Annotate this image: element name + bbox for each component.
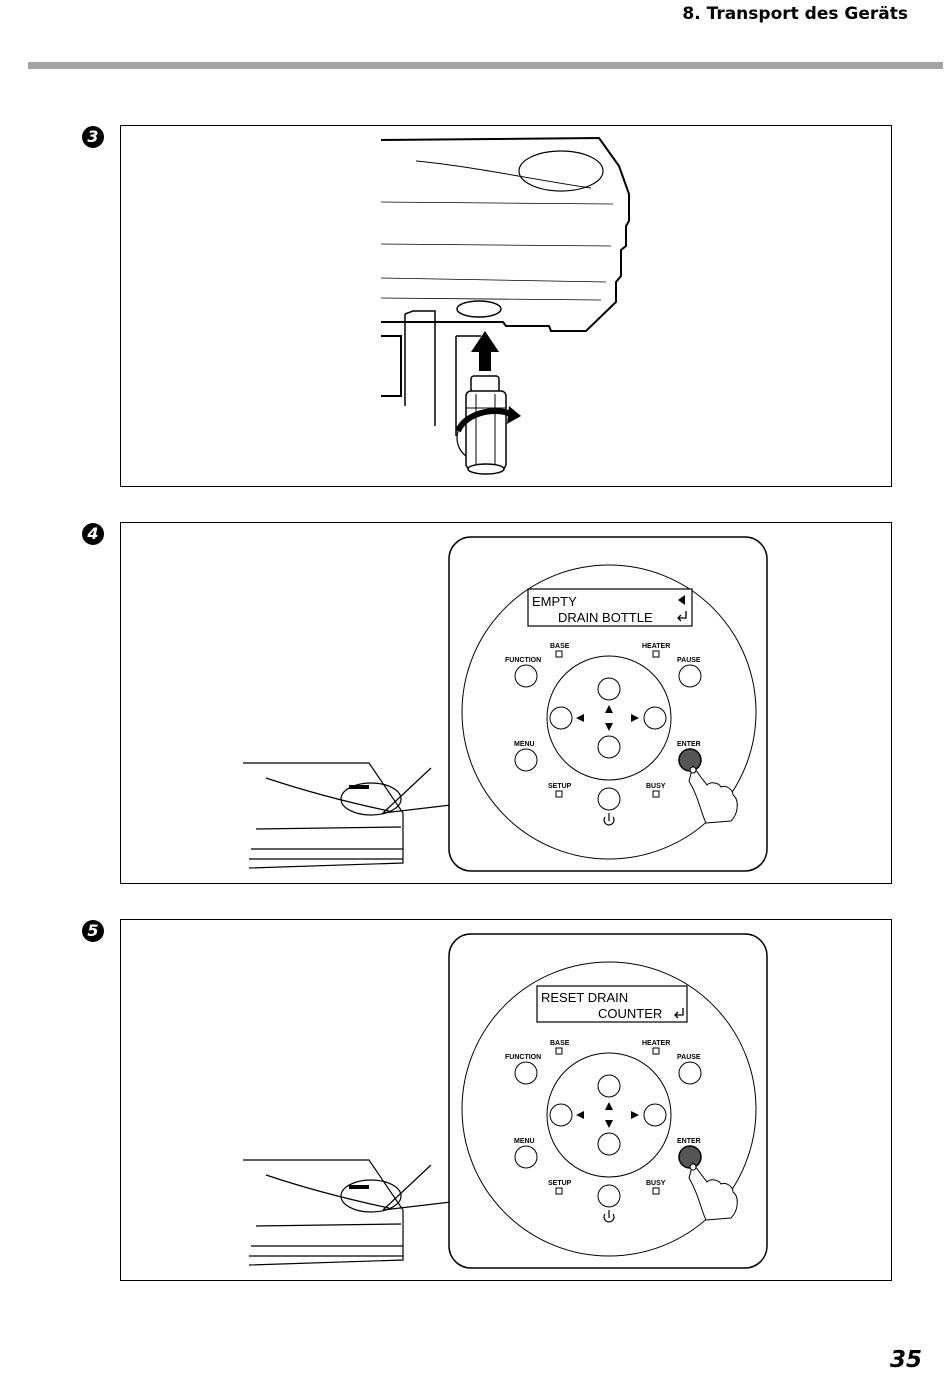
base-led bbox=[555, 1047, 563, 1055]
step-3-panel bbox=[120, 125, 892, 487]
right-button[interactable] bbox=[643, 1103, 667, 1127]
up-button[interactable] bbox=[597, 1074, 621, 1098]
base-label: BASE bbox=[550, 643, 570, 650]
power-button[interactable] bbox=[597, 787, 621, 811]
function-button[interactable] bbox=[514, 664, 538, 688]
step-4-marker: 4 bbox=[82, 523, 104, 545]
menu-label: MENU bbox=[514, 741, 535, 748]
step-4-panel: EMPTY DRAIN BOTTLE FUNCTION BASE HEATER … bbox=[120, 522, 892, 884]
lcd-line-1: EMPTY bbox=[532, 594, 577, 609]
right-arrow-icon bbox=[631, 714, 639, 722]
enter-return-icon bbox=[674, 1008, 684, 1019]
page-header-title: 8. Transport des Geräts bbox=[682, 4, 908, 24]
finger-icon bbox=[688, 764, 738, 824]
left-arrow-icon bbox=[678, 595, 685, 605]
header-rule bbox=[28, 62, 943, 69]
pause-label: PAUSE bbox=[677, 657, 701, 664]
pause-button[interactable] bbox=[678, 664, 702, 688]
heater-label: HEATER bbox=[642, 1040, 670, 1047]
down-arrow-icon bbox=[605, 723, 613, 731]
heater-label: HEATER bbox=[642, 643, 670, 650]
step-3-marker: 3 bbox=[82, 126, 104, 148]
power-icon bbox=[603, 813, 615, 826]
operation-panel-illustration: EMPTY DRAIN BOTTLE FUNCTION BASE HEATER … bbox=[243, 536, 768, 872]
setup-led bbox=[555, 1187, 563, 1195]
busy-label: BUSY bbox=[646, 783, 666, 790]
heater-led bbox=[652, 1047, 660, 1055]
pause-label: PAUSE bbox=[677, 1054, 701, 1061]
base-label: BASE bbox=[550, 1040, 570, 1047]
step-5-marker: 5 bbox=[82, 920, 104, 942]
busy-led bbox=[652, 1187, 660, 1195]
drain-bottle-attach-illustration bbox=[380, 136, 630, 475]
enter-return-icon bbox=[677, 611, 687, 622]
step-5-panel: RESET DRAIN COUNTER FUNCTION BASE HEATER… bbox=[120, 919, 892, 1281]
base-led bbox=[555, 650, 563, 658]
enter-button[interactable] bbox=[678, 748, 702, 772]
operation-panel-illustration: RESET DRAIN COUNTER FUNCTION BASE HEATER… bbox=[243, 933, 768, 1269]
setup-label: SETUP bbox=[548, 783, 572, 790]
heater-led bbox=[652, 650, 660, 658]
right-button[interactable] bbox=[643, 706, 667, 730]
left-arrow-icon bbox=[576, 1111, 584, 1119]
enter-button[interactable] bbox=[678, 1145, 702, 1169]
enter-label: ENTER bbox=[677, 741, 701, 748]
finger-icon bbox=[688, 1161, 738, 1221]
power-button[interactable] bbox=[597, 1184, 621, 1208]
up-arrow-icon bbox=[605, 1102, 613, 1110]
left-button[interactable] bbox=[549, 1103, 573, 1127]
pause-button[interactable] bbox=[678, 1061, 702, 1085]
right-arrow-icon bbox=[631, 1111, 639, 1119]
menu-button[interactable] bbox=[514, 748, 538, 772]
left-button[interactable] bbox=[549, 706, 573, 730]
left-arrow-icon bbox=[576, 714, 584, 722]
menu-button[interactable] bbox=[514, 1145, 538, 1169]
setup-led bbox=[555, 790, 563, 798]
function-label: FUNCTION bbox=[505, 657, 541, 664]
busy-led bbox=[652, 790, 660, 798]
lcd-line-2: DRAIN BOTTLE bbox=[558, 610, 653, 625]
setup-label: SETUP bbox=[548, 1180, 572, 1187]
function-label: FUNCTION bbox=[505, 1054, 541, 1061]
up-button[interactable] bbox=[597, 677, 621, 701]
lcd-line-1: RESET DRAIN bbox=[541, 990, 628, 1005]
menu-label: MENU bbox=[514, 1138, 535, 1145]
up-arrow-icon bbox=[605, 705, 613, 713]
page-number: 35 bbox=[889, 1347, 922, 1373]
enter-label: ENTER bbox=[677, 1138, 701, 1145]
down-button[interactable] bbox=[597, 1132, 621, 1156]
down-button[interactable] bbox=[597, 735, 621, 759]
function-button[interactable] bbox=[514, 1061, 538, 1085]
power-icon bbox=[603, 1210, 615, 1223]
lcd-line-2: COUNTER bbox=[598, 1006, 662, 1021]
busy-label: BUSY bbox=[646, 1180, 666, 1187]
down-arrow-icon bbox=[605, 1120, 613, 1128]
